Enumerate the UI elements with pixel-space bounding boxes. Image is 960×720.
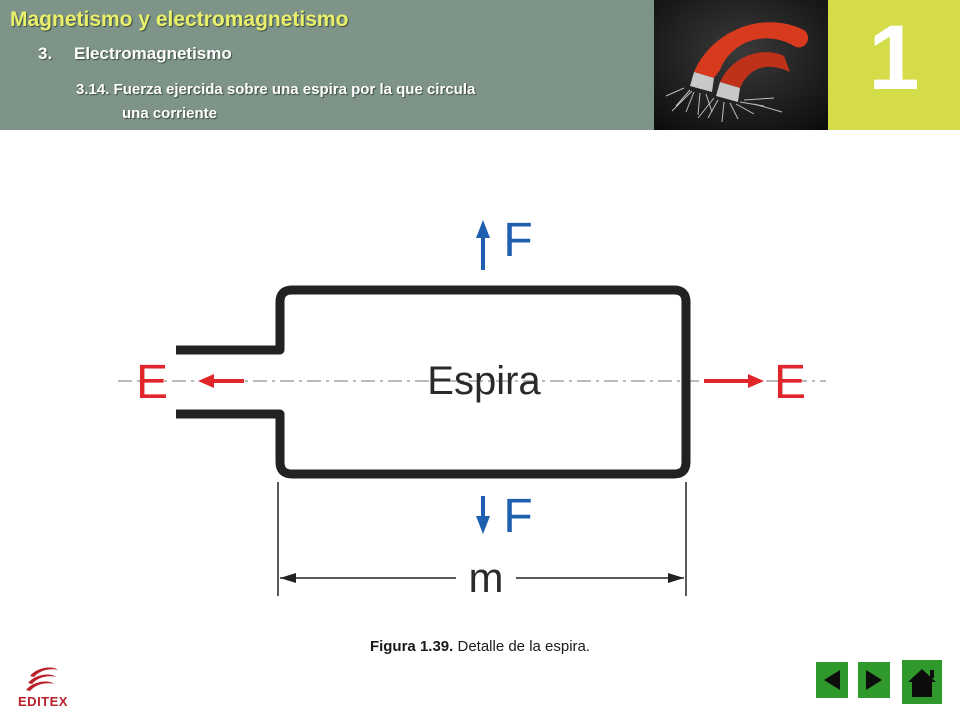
espira-diagram-svg: Espira E E F F [118, 214, 826, 601]
right-e-label: E [774, 356, 806, 409]
right-e-arrow [704, 374, 764, 388]
editex-logo-text: EDITEX [18, 694, 68, 709]
top-force-arrow [476, 220, 490, 270]
figure-caption-text: Detalle de la espira. [453, 638, 591, 655]
top-force-label: F [503, 214, 532, 267]
left-e-arrow [198, 374, 244, 388]
bottom-force-arrow [476, 496, 490, 534]
dimension-line [280, 573, 684, 583]
figure-number: Figura 1.39. [369, 638, 454, 655]
chapter-number: 1 [868, 7, 920, 109]
home-button[interactable] [902, 660, 942, 704]
header-band: Magnetismo y electromagnetismo 3. Electro… [0, 0, 654, 130]
editex-logo-mark [26, 667, 58, 691]
editex-logo: EDITEX [8, 664, 78, 714]
previous-button[interactable] [816, 662, 848, 698]
right-triangle-icon [866, 670, 882, 690]
house-icon [908, 669, 936, 697]
section-title: Electromagnetismo [74, 44, 232, 63]
subsection-heading: 3.14. Fuerza ejercida sobre una espira p… [76, 78, 616, 126]
dimension-label: m [469, 554, 504, 601]
left-triangle-icon [824, 670, 840, 690]
left-e-label: E [136, 356, 168, 409]
header: Magnetismo y electromagnetismo 3. Electro… [0, 0, 960, 130]
bottom-force-label: F [503, 490, 532, 543]
horseshoe-magnet-image [654, 0, 828, 130]
subsection-line-2: una corriente [122, 105, 218, 122]
section-number: 3. [38, 44, 53, 63]
espira-diagram: Espira E E F F [100, 200, 840, 610]
loop-label: Espira [427, 359, 541, 403]
loop-outline [176, 285, 691, 479]
magnet-photo [654, 0, 828, 130]
subsection-line-1: 3.14. Fuerza ejercida sobre una espira p… [76, 81, 476, 98]
page-title: Magnetismo y electromagnetismo [10, 8, 349, 31]
figure-caption: Figura 1.39. Detalle de la espira. [0, 638, 960, 655]
section-heading: 3. Electromagnetismo [38, 44, 232, 64]
next-button[interactable] [858, 662, 890, 698]
chapter-box: 1 [828, 0, 960, 130]
